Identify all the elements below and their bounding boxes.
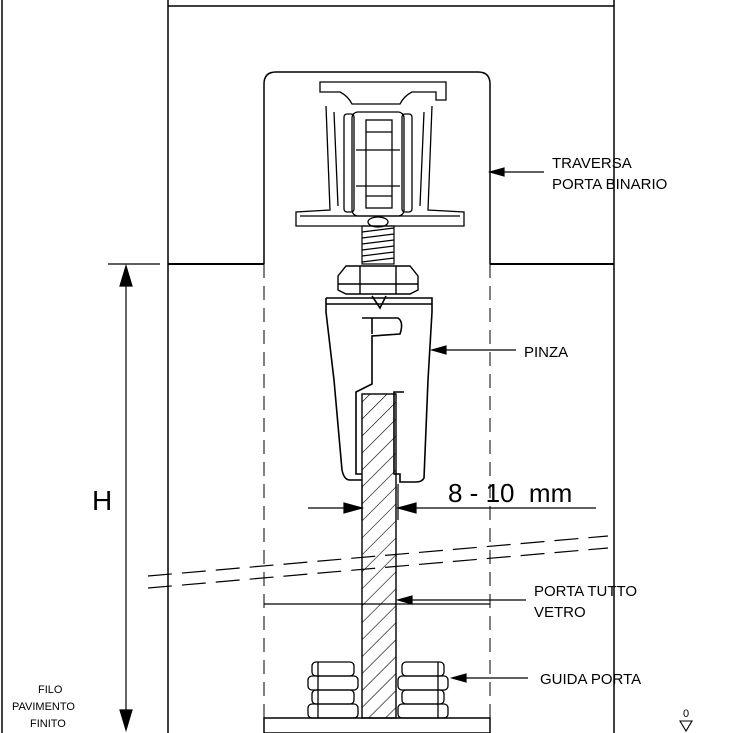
label-gap-dimension: 8 - 10 mm [448,478,572,508]
label-pinza: PINZA [524,344,568,361]
label-traversa-line1: TRAVERSA [552,155,632,172]
height-dimension [108,263,160,733]
traversa-structure [167,0,615,733]
pinza-clamp [325,295,433,483]
label-guida-porta: GUIDA PORTA [540,671,641,688]
label-floor-level: 0 [683,708,689,720]
floor-level-marker [679,720,693,733]
rail-profile [295,81,465,227]
label-porta-line1: PORTA TUTTO [534,583,637,600]
label-porta-line2: VETRO [534,604,586,621]
label-finito: FINITO [30,718,66,730]
gap-dimension [308,484,596,520]
label-filo: FILO [38,684,63,696]
glass-panel [361,393,397,719]
label-pavimento: PAVIMENTO [12,701,75,713]
hex-nut [337,265,419,295]
callout-leaders [395,167,544,683]
break-lines [147,535,609,589]
threaded-bolt [361,225,395,265]
floor-plate [263,717,491,733]
label-height-symbol: H [92,485,112,516]
axis-lines [263,264,491,720]
label-traversa-line2: PORTA BINARIO [552,176,667,193]
carriage-wheel [343,111,413,228]
